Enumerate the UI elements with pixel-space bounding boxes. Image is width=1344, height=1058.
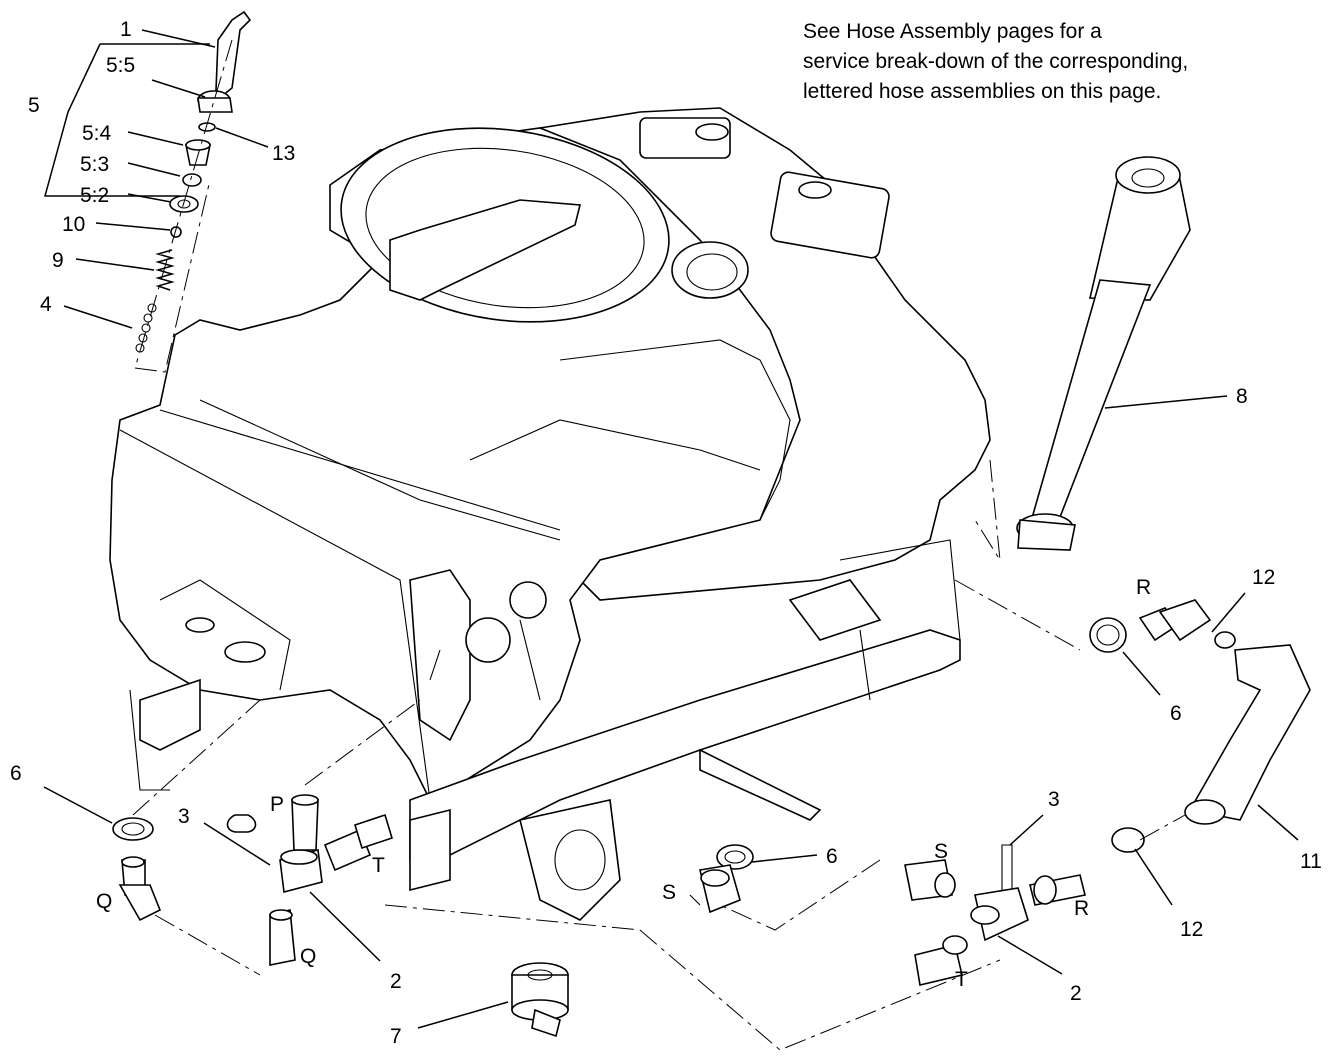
note-line-2: service break-down of the corresponding, xyxy=(803,50,1188,73)
note-line-3: lettered hose assemblies on this page. xyxy=(803,80,1161,103)
middle-fitting xyxy=(689,844,754,914)
callout-5-3: 5:3 xyxy=(80,153,109,176)
callout-8: 8 xyxy=(1236,385,1248,408)
callout-5-5: 5:5 xyxy=(106,54,135,77)
callout-9: 9 xyxy=(52,249,64,272)
fill-pipe xyxy=(974,156,1191,561)
callout-6-mid: 6 xyxy=(826,845,838,868)
right-valve-assembly xyxy=(384,844,1086,1051)
callout-4: 4 xyxy=(40,293,52,316)
callout-6-right: 6 xyxy=(1170,702,1182,725)
callout-3-right: 3 xyxy=(1048,788,1060,811)
callout-5: 5 xyxy=(28,94,40,117)
leader-lines xyxy=(43,29,1299,1029)
callout-5-4: 5:4 xyxy=(82,122,112,145)
callout-s-left: S xyxy=(662,881,676,904)
callout-p: P xyxy=(270,793,284,816)
callout-r-top: R xyxy=(1136,576,1151,599)
callout-t-left: T xyxy=(372,854,385,877)
callout-3-left: 3 xyxy=(178,805,190,828)
note-line-1: See Hose Assembly pages for a xyxy=(803,20,1102,43)
left-valve-assembly xyxy=(112,699,421,976)
callout-q-bottom: Q xyxy=(300,945,316,968)
right-hose-assembly xyxy=(954,579,1311,853)
callout-12-bottom: 12 xyxy=(1180,918,1203,941)
callout-10: 10 xyxy=(62,213,85,236)
callout-12-top: 12 xyxy=(1252,566,1275,589)
callout-s-right: S xyxy=(934,840,948,863)
callout-11: 11 xyxy=(1300,850,1322,873)
tank-frame xyxy=(129,539,961,921)
callout-6-left: 6 xyxy=(10,762,22,785)
callout-t-right: T xyxy=(955,968,968,991)
hose-assembly-note: See Hose Assembly pages for a service br… xyxy=(803,20,1188,103)
callouts: 1 5:5 5 5:4 13 5:3 5:2 10 9 4 8 R 12 6 1… xyxy=(10,18,1322,1048)
spray-tank xyxy=(109,107,991,802)
callout-r-bottom: R xyxy=(1074,897,1089,920)
callout-2-right: 2 xyxy=(1070,982,1082,1005)
callout-7: 7 xyxy=(390,1025,402,1048)
callout-5-2: 5:2 xyxy=(80,184,109,207)
callout-13: 13 xyxy=(272,142,295,165)
callout-2-left: 2 xyxy=(390,970,402,993)
strainer-7 xyxy=(511,962,569,1038)
agitation-valve-stack xyxy=(44,10,252,373)
callout-q-left: Q xyxy=(96,890,112,913)
callout-1: 1 xyxy=(120,18,132,41)
